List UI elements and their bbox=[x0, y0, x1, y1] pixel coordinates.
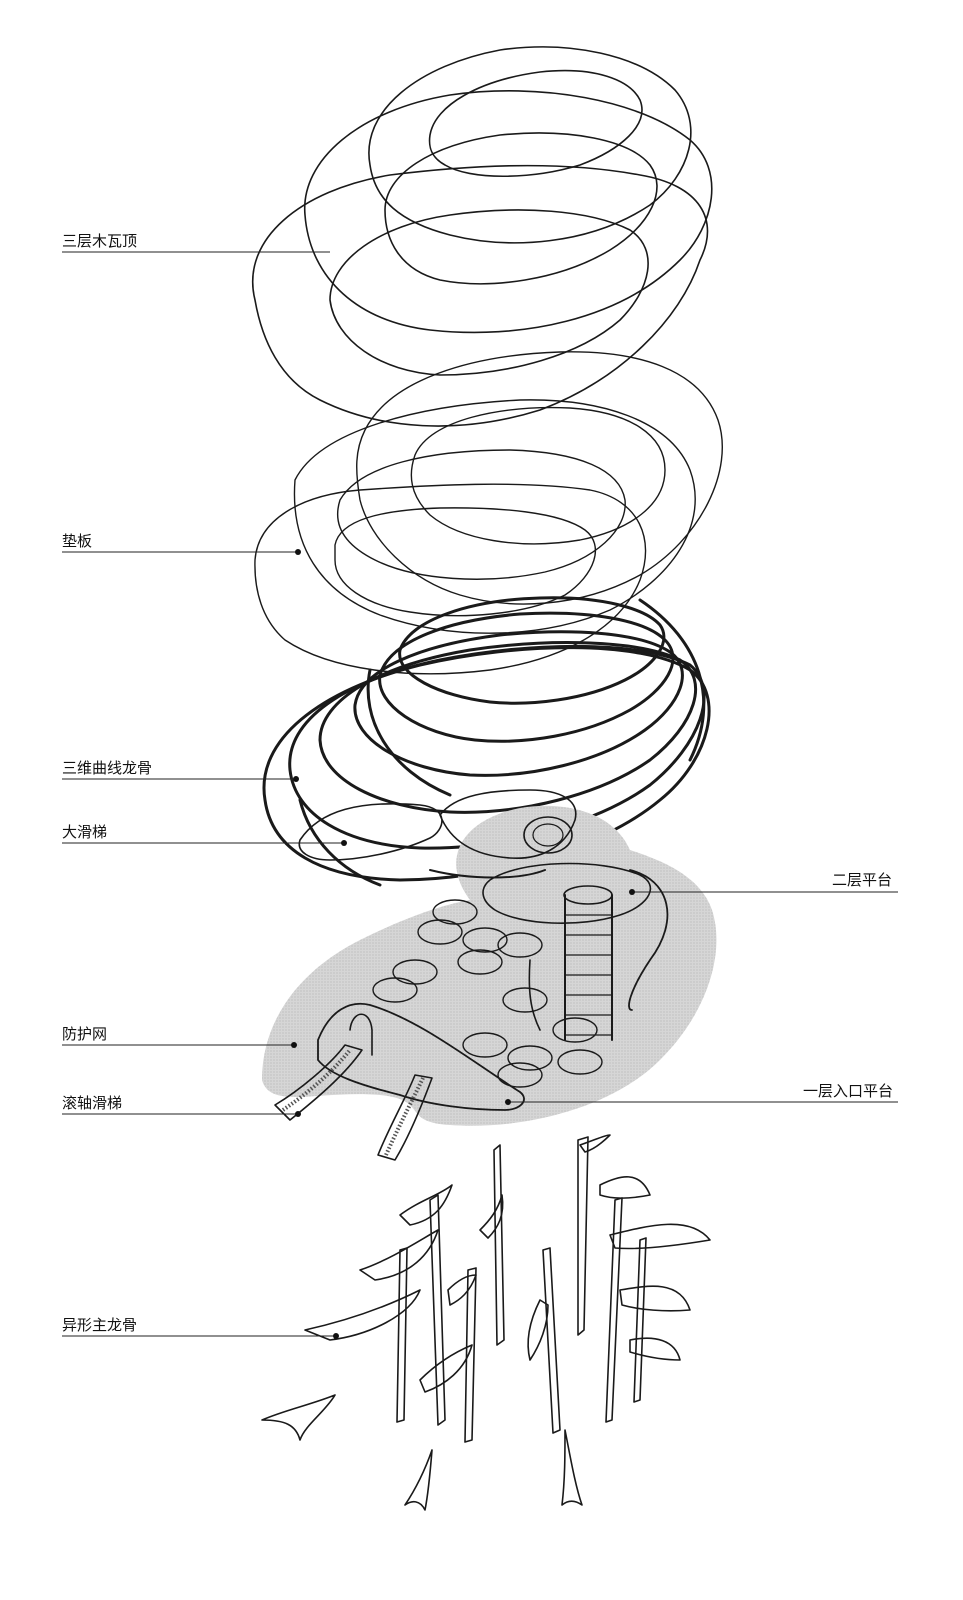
keel-y-piece bbox=[561, 1429, 583, 1506]
keel-y-piece bbox=[404, 1449, 433, 1511]
keel-branch bbox=[619, 1285, 691, 1312]
entrance-arch bbox=[349, 1013, 373, 1056]
protective-net bbox=[262, 805, 717, 1126]
keel-rib bbox=[319, 641, 697, 813]
label-protective-net-text: 防护网 bbox=[62, 1025, 107, 1043]
label-big-slide-text: 大滑梯 bbox=[62, 823, 107, 841]
keel-column bbox=[577, 1136, 589, 1336]
label-main-keel-text: 异形主龙骨 bbox=[62, 1316, 137, 1334]
disc bbox=[552, 1017, 598, 1043]
curved-keel bbox=[262, 596, 711, 887]
label-roller-slide: 滚轴滑梯 bbox=[62, 1094, 301, 1117]
wood-tile-roof bbox=[252, 46, 713, 427]
label-curved-keel-text: 三维曲线龙骨 bbox=[62, 759, 152, 777]
disc bbox=[462, 927, 508, 953]
keel-branch bbox=[304, 1289, 421, 1341]
keel-y-piece bbox=[261, 1394, 336, 1441]
backing-board bbox=[254, 351, 723, 675]
keel-branch bbox=[479, 1194, 504, 1239]
disc-stem bbox=[528, 959, 541, 1031]
keel-rib bbox=[354, 631, 683, 776]
label-main-keel: 异形主龙骨 bbox=[62, 1316, 339, 1339]
keel-rib bbox=[379, 612, 674, 742]
board-top bbox=[356, 351, 723, 605]
disc bbox=[557, 1049, 603, 1075]
keel-branch bbox=[609, 1223, 711, 1250]
keel-rib bbox=[638, 598, 706, 762]
keel-branch bbox=[447, 1274, 477, 1306]
stepping-discs bbox=[372, 899, 603, 1088]
slide-tube-end bbox=[523, 816, 573, 854]
disc bbox=[372, 977, 418, 1003]
roof-ring-bottom bbox=[252, 164, 709, 427]
label-second-platform: 二层平台 bbox=[629, 871, 898, 895]
keel-rib bbox=[366, 668, 452, 797]
label-curved-keel: 三维曲线龙骨 bbox=[62, 759, 299, 782]
label-protective-net: 防护网 bbox=[62, 1025, 297, 1048]
ladder-tower bbox=[563, 885, 613, 1041]
disc bbox=[502, 987, 548, 1013]
platform-deck bbox=[482, 862, 652, 925]
roller-slide-right bbox=[377, 1074, 433, 1161]
slide-tube-end-inner bbox=[532, 823, 564, 847]
keel-branch bbox=[419, 1344, 473, 1393]
roller-slide bbox=[274, 1044, 433, 1161]
label-roof-text: 三层木瓦顶 bbox=[62, 232, 137, 250]
keel-column bbox=[542, 1247, 561, 1434]
label-roller-slide-text: 滚轴滑梯 bbox=[62, 1094, 122, 1112]
main-keel bbox=[261, 1134, 711, 1511]
label-big-slide: 大滑梯 bbox=[62, 823, 347, 846]
keel-column bbox=[633, 1237, 647, 1403]
roller-slide-left-bed bbox=[281, 1048, 352, 1112]
keel-column bbox=[464, 1267, 477, 1443]
keel-rib bbox=[399, 597, 665, 704]
entrance-deck bbox=[317, 1002, 525, 1111]
roof-ring-middle bbox=[304, 90, 713, 334]
slide-tube bbox=[439, 789, 577, 859]
disc bbox=[462, 1032, 508, 1058]
slide-chute bbox=[298, 802, 443, 861]
disc bbox=[507, 1045, 553, 1071]
label-backing-board: 垫板 bbox=[62, 532, 301, 555]
keel-branch bbox=[599, 1176, 651, 1199]
keel-branch bbox=[527, 1299, 549, 1361]
ground-entrance-platform bbox=[317, 1002, 525, 1111]
board-bottom bbox=[254, 483, 647, 675]
keel-rib bbox=[298, 798, 382, 887]
roller-slide-right-bed bbox=[384, 1077, 425, 1156]
keel-column bbox=[493, 1144, 505, 1346]
label-second-platform-text: 二层平台 bbox=[832, 871, 892, 889]
keel-branch bbox=[579, 1134, 611, 1153]
disc bbox=[497, 1062, 543, 1088]
keel-column bbox=[605, 1197, 623, 1423]
keel-branch bbox=[399, 1184, 453, 1226]
keel-branch bbox=[629, 1337, 681, 1361]
label-backing-board-text: 垫板 bbox=[62, 532, 92, 550]
keel-branch bbox=[359, 1229, 439, 1281]
board-middle bbox=[293, 399, 696, 634]
second-platform bbox=[482, 862, 652, 1041]
disc bbox=[457, 949, 503, 975]
net-surface bbox=[262, 805, 717, 1126]
roof-ring-top bbox=[368, 46, 692, 244]
net-edge bbox=[628, 869, 669, 1011]
label-roof: 三层木瓦顶 bbox=[62, 232, 330, 253]
disc bbox=[417, 919, 463, 945]
label-ground-entrance-platform: 一层入口平台 bbox=[505, 1082, 898, 1105]
disc bbox=[497, 932, 543, 958]
keel-column bbox=[429, 1194, 446, 1426]
roller-slide-left bbox=[274, 1044, 363, 1121]
label-ground-entrance-text: 一层入口平台 bbox=[803, 1082, 893, 1100]
